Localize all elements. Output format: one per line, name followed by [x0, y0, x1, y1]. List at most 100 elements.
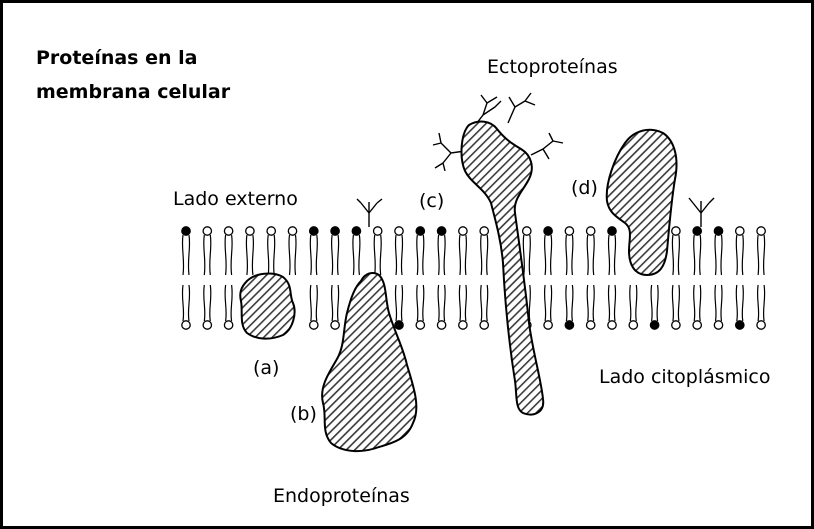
- lipid-head: [672, 321, 680, 329]
- lipid-head: [608, 321, 616, 329]
- protein-c-shape: [462, 122, 544, 415]
- lipid-head: [480, 227, 488, 235]
- lipid-tail: [332, 235, 339, 275]
- lipid-head: [459, 321, 467, 329]
- lipid-head: [352, 227, 360, 235]
- label-endoproteins: Endoproteínas: [273, 487, 410, 506]
- lipid-tail: [438, 235, 445, 275]
- protein-a-shape: [240, 274, 294, 339]
- lipid-head: [650, 321, 658, 329]
- lipid-tail: [332, 285, 339, 321]
- lipid-tail: [651, 285, 658, 321]
- lipid-tail: [459, 285, 466, 321]
- lipid-head: [437, 321, 445, 329]
- lipid-head: [565, 227, 573, 235]
- lipid-head: [416, 227, 424, 235]
- lipid-tail: [395, 235, 402, 275]
- lipid-tail: [758, 285, 765, 321]
- lipid-tail: [438, 285, 445, 321]
- lipid-head: [587, 321, 595, 329]
- lipid-head: [203, 321, 211, 329]
- title-line-2: membrana celular: [36, 75, 230, 109]
- lipid-head: [182, 227, 190, 235]
- lipid-tail: [225, 285, 232, 321]
- lipid-head: [693, 321, 701, 329]
- lipid-head: [331, 321, 339, 329]
- lipid-head: [203, 227, 211, 235]
- lipid-tail: [694, 235, 701, 275]
- lipid-head: [480, 321, 488, 329]
- label-a: (a): [253, 359, 279, 378]
- lipid-head: [395, 321, 403, 329]
- lipid-tail: [608, 235, 615, 275]
- lipid-tail: [566, 285, 573, 321]
- lipid-head: [757, 227, 765, 235]
- lipid-tail: [758, 235, 765, 275]
- label-ectoproteins: Ectoproteínas: [487, 58, 618, 77]
- lipid-tail: [182, 235, 189, 275]
- lipid-tail: [268, 235, 275, 275]
- lipid-head: [310, 321, 318, 329]
- lipid-tail: [587, 285, 594, 321]
- lipid-head: [459, 227, 467, 235]
- lipid-tail: [395, 285, 402, 321]
- lipid-tail: [310, 285, 317, 321]
- lipid-tail: [481, 285, 488, 321]
- lipid-tail: [459, 235, 466, 275]
- lipid-tail: [417, 235, 424, 275]
- lipid-head: [523, 227, 531, 235]
- lipid-head: [224, 321, 232, 329]
- lipid-tail: [225, 235, 232, 275]
- lipid-tail: [204, 235, 211, 275]
- lipid-tail: [715, 235, 722, 275]
- lipid-tail: [481, 235, 488, 275]
- lipid-tail: [353, 235, 360, 275]
- lipid-tail: [182, 285, 189, 321]
- diagram-title: Proteínas en la membrana celular: [36, 41, 230, 109]
- lipid-head: [608, 227, 616, 235]
- lipid-head: [437, 227, 445, 235]
- lipid-tail: [289, 235, 296, 275]
- lipid-tail: [630, 285, 637, 321]
- lipid-tail: [310, 235, 317, 275]
- protein-d-shape: [607, 130, 677, 275]
- title-line-1: Proteínas en la: [36, 41, 230, 75]
- lipid-head: [736, 227, 744, 235]
- lipid-tail: [246, 235, 253, 275]
- lipid-tail: [566, 235, 573, 275]
- lipid-head: [757, 321, 765, 329]
- lipid-tail: [417, 285, 424, 321]
- lipid-tail: [694, 285, 701, 321]
- glycan-branch-left: [357, 199, 382, 227]
- lipid-head: [544, 321, 552, 329]
- lipid-head: [714, 321, 722, 329]
- lipid-head: [374, 227, 382, 235]
- lipid-head: [246, 227, 254, 235]
- lipid-head: [288, 227, 296, 235]
- lipid-head: [587, 227, 595, 235]
- lipid-tail: [374, 235, 381, 275]
- lipid-tail: [608, 285, 615, 321]
- lipid-head: [395, 227, 403, 235]
- lipid-head: [693, 227, 701, 235]
- lipid-head: [544, 227, 552, 235]
- lipid-head: [267, 227, 275, 235]
- lipid-tail: [545, 235, 552, 275]
- lipid-head: [416, 321, 424, 329]
- lipid-head: [672, 227, 680, 235]
- label-outer-side: Lado externo: [173, 190, 298, 209]
- lipid-tail: [715, 285, 722, 321]
- lipid-head: [310, 227, 318, 235]
- label-b: (b): [290, 405, 317, 424]
- lipid-head: [331, 227, 339, 235]
- label-d: (d): [571, 179, 598, 198]
- label-c: (c): [419, 192, 444, 211]
- lipid-tail: [736, 235, 743, 275]
- lipid-tail: [204, 285, 211, 321]
- lipid-tail: [523, 235, 530, 275]
- glycan-branch-right: [689, 198, 714, 227]
- lipid-head: [714, 227, 722, 235]
- lipid-tail: [587, 235, 594, 275]
- lipid-head: [182, 321, 190, 329]
